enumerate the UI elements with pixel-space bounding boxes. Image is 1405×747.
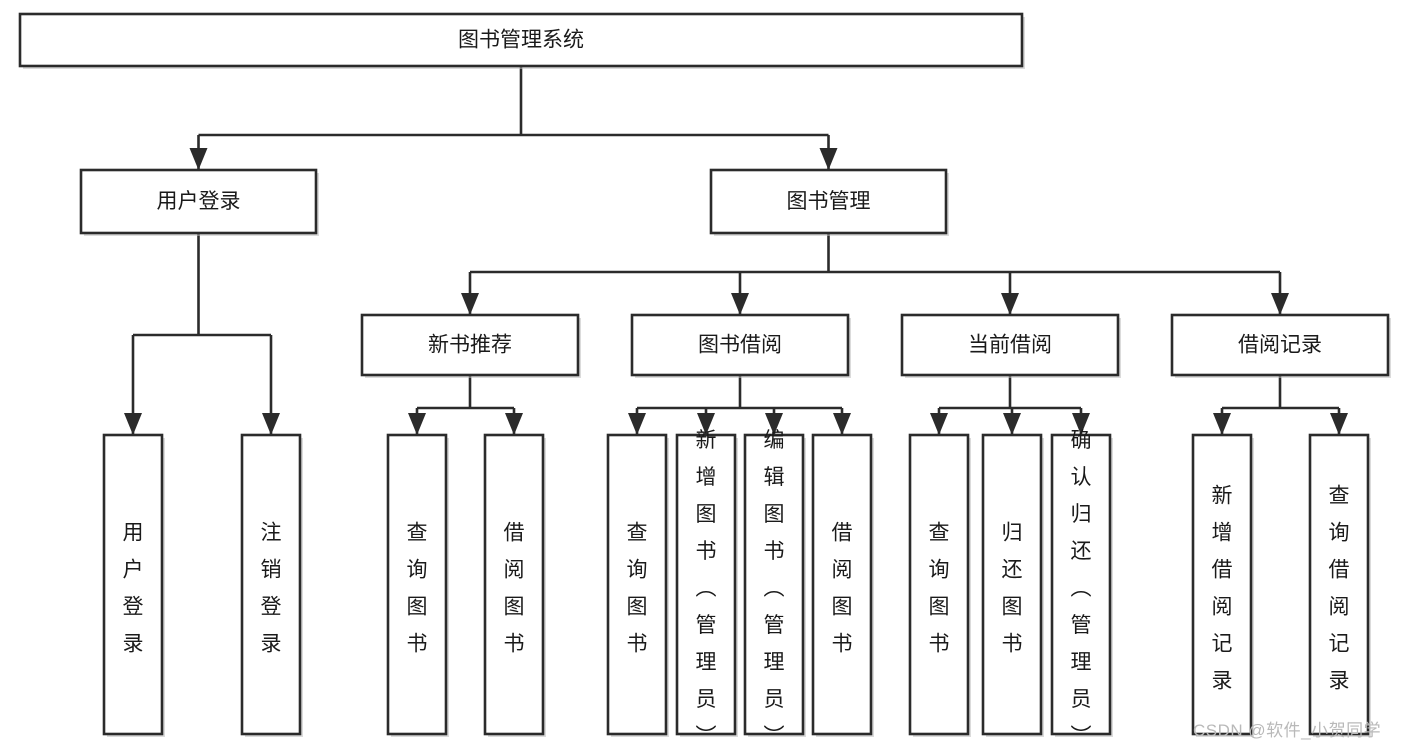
node-box[interactable] bbox=[360, 313, 580, 377]
arrow-head bbox=[819, 148, 838, 170]
node-leaf[interactable]: 新增借阅记录 bbox=[1191, 433, 1254, 737]
node-box[interactable] bbox=[102, 433, 164, 736]
node-branch[interactable]: 图书管理 bbox=[709, 168, 949, 236]
arrow-head bbox=[189, 148, 208, 170]
node-box[interactable] bbox=[18, 12, 1024, 68]
arrow-head bbox=[1001, 293, 1019, 315]
node-label: 用户登录 bbox=[123, 521, 144, 655]
node-box[interactable] bbox=[240, 433, 302, 736]
arrow-head bbox=[262, 413, 280, 435]
node-box[interactable] bbox=[900, 313, 1120, 377]
arrow-head bbox=[461, 293, 479, 315]
arrow-head bbox=[505, 413, 523, 435]
node-leaf[interactable]: 用户登录 bbox=[102, 433, 165, 737]
node-label: 借阅记录 bbox=[1238, 334, 1322, 357]
connectors-layer bbox=[124, 66, 1348, 435]
node-label: 归还图书 bbox=[1002, 521, 1023, 655]
node-branch[interactable]: 借阅记录 bbox=[1170, 313, 1391, 378]
node-leaf[interactable]: 借阅图书 bbox=[483, 433, 546, 737]
node-label: 图书管理系统 bbox=[458, 29, 584, 52]
node-root[interactable]: 图书管理系统 bbox=[18, 12, 1025, 69]
node-box[interactable] bbox=[606, 433, 668, 736]
node-branch[interactable]: 用户登录 bbox=[79, 168, 319, 236]
arrow-head bbox=[1003, 413, 1021, 435]
node-leaf[interactable]: 确认归还︵管理员︶ bbox=[1050, 429, 1113, 747]
node-box[interactable] bbox=[981, 433, 1043, 736]
node-box[interactable] bbox=[1050, 433, 1112, 736]
node-box[interactable] bbox=[386, 433, 448, 736]
node-leaf[interactable]: 查询图书 bbox=[386, 433, 449, 737]
node-branch[interactable]: 新书推荐 bbox=[360, 313, 581, 378]
node-leaf[interactable]: 编辑图书︵管理员︶ bbox=[743, 429, 806, 747]
arrow-head bbox=[930, 413, 948, 435]
node-leaf[interactable]: 新增图书︵管理员︶ bbox=[675, 429, 738, 747]
node-box[interactable] bbox=[908, 433, 970, 736]
node-label: 借阅图书 bbox=[832, 521, 853, 655]
node-leaf[interactable]: 借阅图书 bbox=[811, 433, 874, 737]
node-leaf[interactable]: 查询借阅记录 bbox=[1308, 433, 1371, 737]
node-box[interactable] bbox=[1191, 433, 1253, 736]
node-label: 确认归还︵管理员︶ bbox=[1071, 429, 1092, 747]
node-box[interactable] bbox=[743, 433, 805, 736]
arrow-head bbox=[833, 413, 851, 435]
node-box[interactable] bbox=[483, 433, 545, 736]
node-box[interactable] bbox=[709, 168, 948, 235]
csdn-watermark: CSDN @软件_小贺同学 bbox=[1193, 721, 1382, 740]
node-box[interactable] bbox=[630, 313, 850, 377]
node-label: 当前借阅 bbox=[968, 334, 1052, 357]
node-label: 查询图书 bbox=[627, 521, 648, 655]
node-label: 新书推荐 bbox=[428, 334, 512, 357]
node-leaf[interactable]: 查询图书 bbox=[606, 433, 669, 737]
nodes-layer: 图书管理系统用户登录图书管理用户登录注销登录新书推荐查询图书借阅图书图书借阅查询… bbox=[18, 12, 1391, 747]
node-box[interactable] bbox=[1170, 313, 1390, 377]
node-label: 新增借阅记录 bbox=[1212, 484, 1233, 692]
arrow-head bbox=[1330, 413, 1348, 435]
node-label: 查询图书 bbox=[407, 521, 428, 655]
node-branch[interactable]: 图书借阅 bbox=[630, 313, 851, 378]
arrow-head bbox=[124, 413, 142, 435]
node-label: 注销登录 bbox=[261, 521, 282, 655]
arrow-head bbox=[628, 413, 646, 435]
node-label: 编辑图书︵管理员︶ bbox=[764, 429, 785, 747]
arrow-head bbox=[697, 413, 715, 435]
node-branch[interactable]: 当前借阅 bbox=[900, 313, 1121, 378]
arrow-head bbox=[1271, 293, 1289, 315]
node-leaf[interactable]: 注销登录 bbox=[240, 433, 303, 737]
node-leaf[interactable]: 归还图书 bbox=[981, 433, 1044, 737]
arrow-head bbox=[1072, 413, 1090, 435]
node-label: 用户登录 bbox=[157, 190, 241, 213]
node-label: 新增图书︵管理员︶ bbox=[696, 429, 717, 747]
arrow-head bbox=[1213, 413, 1231, 435]
arrow-head bbox=[731, 293, 749, 315]
arrow-head bbox=[765, 413, 783, 435]
node-label: 图书借阅 bbox=[698, 334, 782, 357]
node-box[interactable] bbox=[1308, 433, 1370, 736]
node-label: 借阅图书 bbox=[504, 521, 525, 655]
node-label: 查询借阅记录 bbox=[1329, 484, 1350, 692]
node-label: 图书管理 bbox=[787, 190, 871, 213]
node-leaf[interactable]: 查询图书 bbox=[908, 433, 971, 737]
arrow-head bbox=[408, 413, 426, 435]
node-label: 查询图书 bbox=[929, 521, 950, 655]
node-box[interactable] bbox=[675, 433, 737, 736]
node-box[interactable] bbox=[811, 433, 873, 736]
node-box[interactable] bbox=[79, 168, 318, 235]
